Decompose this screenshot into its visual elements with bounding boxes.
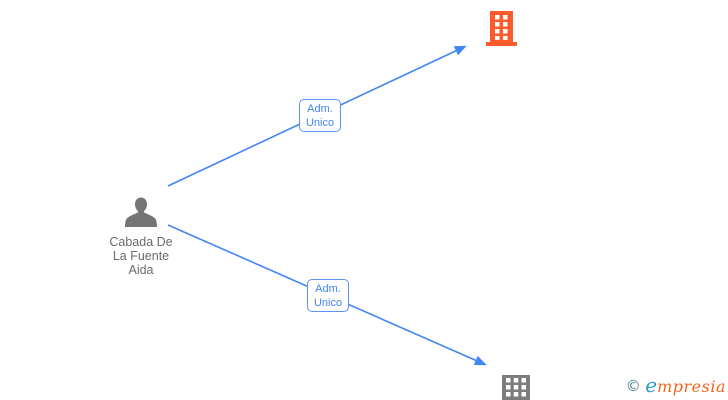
edge-label-adm-unico-bottom[interactable]: Adm. Unico — [307, 279, 349, 312]
empresia-watermark[interactable]: © empresia — [626, 373, 726, 397]
company-node-top[interactable] — [486, 11, 517, 46]
company-node-bottom[interactable] — [502, 375, 530, 400]
person-name-line3: Aida — [128, 263, 154, 277]
edge-label-line2: Unico — [305, 116, 335, 129]
building-icon — [502, 375, 530, 400]
person-silhouette-icon — [124, 196, 158, 228]
person-name: Cabada De La Fuente Aida — [81, 235, 201, 277]
watermark-brand-initial: e — [645, 373, 658, 397]
edge-label-line1: Adm. — [307, 102, 333, 115]
copyright-icon: © — [625, 377, 641, 395]
edge-label-line2: Unico — [313, 296, 343, 309]
edge-label-line1: Adm. — [315, 282, 341, 295]
person-node[interactable]: Cabada De La Fuente Aida — [81, 196, 201, 277]
watermark-brand-rest: mpresia — [657, 377, 726, 396]
building-icon — [486, 11, 517, 46]
person-name-line1: Cabada De — [109, 235, 173, 249]
person-name-line2: La Fuente — [112, 249, 170, 263]
edge-label-adm-unico-top[interactable]: Adm. Unico — [299, 99, 341, 132]
